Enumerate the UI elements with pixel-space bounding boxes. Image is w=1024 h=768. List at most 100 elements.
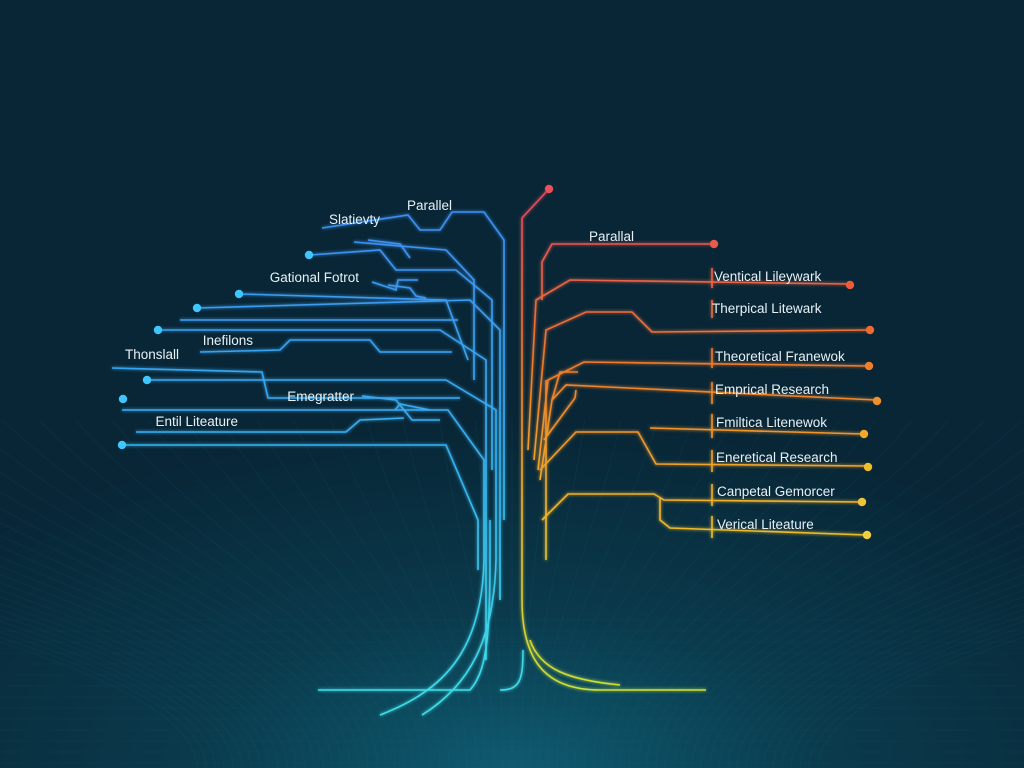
left-nodes (117, 250, 314, 450)
left-branch-line (309, 249, 493, 470)
left-node-dot (192, 303, 202, 313)
left-label: Thonslall (124, 347, 179, 362)
background-field-line (0, 602, 261, 768)
left-node-dot (142, 375, 152, 385)
left-label: Inefilons (202, 333, 253, 348)
right-label: Parallal (589, 229, 635, 244)
right-node-dot (864, 361, 874, 371)
left-branch-line (197, 299, 501, 600)
left-label: Gational Fotrot (269, 270, 359, 285)
background-field-line (538, 419, 622, 768)
background-field-line (0, 596, 270, 768)
background-field-line (0, 507, 351, 768)
background-field-line (745, 589, 1024, 768)
background-field-line (772, 609, 1024, 768)
left-branch-line (122, 409, 485, 716)
background-field-line (0, 636, 207, 768)
background-field-line (592, 419, 841, 768)
left-branch-line (199, 339, 452, 353)
background-field-line (583, 419, 804, 768)
background-field-line (565, 419, 731, 768)
background-field-line (329, 419, 468, 768)
background-field-line (111, 419, 414, 768)
background-field-line (682, 522, 1024, 768)
background-field-line (556, 419, 695, 768)
background-field-line (610, 419, 913, 768)
right-node-dot (863, 462, 873, 472)
left-node-dot (117, 440, 127, 450)
left-branch-line (367, 239, 411, 259)
background-field-line (619, 419, 950, 768)
background-field-line (0, 589, 279, 768)
left-node-dot (118, 394, 128, 404)
background-field-line (2, 419, 387, 768)
background-field-line (790, 620, 1024, 768)
left-label: Entil Liteature (155, 414, 238, 429)
left-node-dot (304, 250, 314, 260)
background-field-line (709, 556, 1024, 768)
left-branch-line (124, 444, 479, 570)
background-field-line (0, 615, 243, 768)
background-field-line (763, 602, 1024, 768)
background-field-line (781, 615, 1024, 768)
left-node-dot (234, 289, 244, 299)
background-field-line (520, 419, 549, 768)
left-trunk-line (318, 520, 491, 691)
background-field-line (0, 491, 360, 768)
background-field-line (529, 419, 586, 768)
background-field-line (0, 534, 333, 768)
left-branch-line (394, 403, 431, 411)
right-node-dot (845, 280, 855, 290)
left-label: Emegratter (287, 389, 354, 404)
background-field-line (718, 565, 1024, 768)
background-field-line (402, 419, 486, 768)
left-branch-line (353, 241, 475, 380)
background-field-line (293, 419, 459, 768)
right-label: Fmiltica Litenewok (716, 415, 828, 430)
background-field-line (0, 471, 369, 768)
right-branch-line (659, 498, 867, 536)
left-branch-line (371, 279, 418, 292)
left-branch-line (111, 367, 460, 399)
background-field-line (147, 419, 423, 768)
right-branch-line (649, 427, 865, 435)
right-label: Emprical Research (715, 382, 830, 397)
right-label: Eneretical Research (716, 450, 838, 465)
background-field-line (0, 582, 288, 768)
left-branch-line (387, 284, 427, 299)
left-branch-line (499, 649, 524, 691)
left-branch (111, 211, 524, 716)
background-field-line (700, 546, 1024, 768)
background-field-line (736, 582, 1024, 768)
right-node-dot (859, 429, 869, 439)
right-node-dot (872, 396, 882, 406)
right-node-dot (857, 497, 867, 507)
background-field-line (438, 419, 495, 768)
background-field-line (601, 419, 877, 768)
right-branch-line (533, 311, 871, 461)
right-node-dot (709, 239, 719, 249)
right-label: Theoretical Franewok (715, 349, 845, 364)
right-node-dot (862, 530, 872, 540)
right-branch (521, 189, 877, 691)
background-field-line (799, 626, 1024, 768)
background-field-line (664, 491, 1024, 768)
background-field-line (754, 596, 1024, 768)
right-branch-line (541, 243, 714, 300)
left-branch-line (239, 293, 469, 361)
background-field-line (0, 620, 234, 768)
background-field-line (547, 419, 659, 768)
background-field-line (74, 419, 405, 768)
background-field-line (727, 574, 1024, 768)
background-field-line (637, 419, 1022, 768)
background-field-line (817, 636, 1024, 768)
background-field-line (655, 471, 1024, 768)
right-nodes (544, 184, 882, 540)
background-field-line (0, 631, 216, 768)
background-field-line (0, 626, 225, 768)
background-field-line (574, 419, 768, 768)
background-field-line (0, 522, 342, 768)
